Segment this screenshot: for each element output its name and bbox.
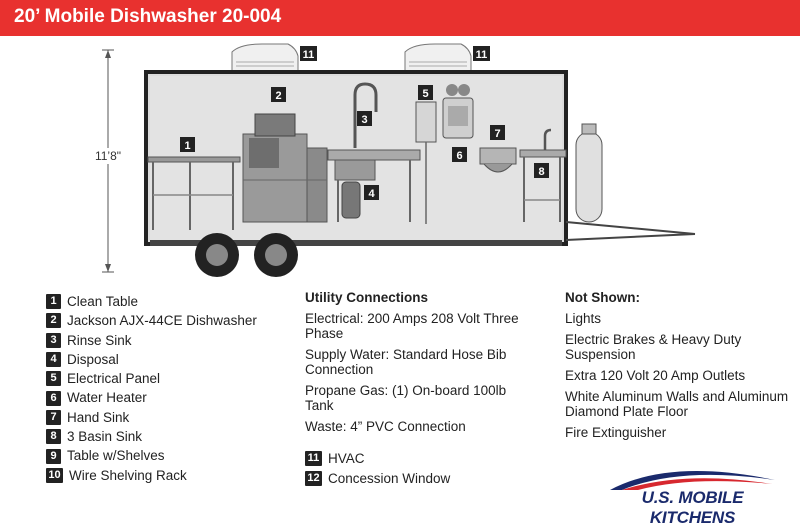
legend-label: Wire Shelving Rack: [69, 467, 187, 483]
height-dimension: 11’8": [88, 49, 128, 273]
height-label: 11’8": [95, 149, 121, 163]
hand-sink: [479, 147, 517, 173]
utility-propane: Propane Gas: (1) On-board 100lb Tank: [305, 383, 507, 413]
callout-2: 2: [271, 87, 286, 102]
callout-5: 5: [418, 85, 433, 100]
clean-table: [147, 156, 241, 230]
legend-label: 3 Basin Sink: [67, 429, 143, 445]
company-logo: U.S. MOBILE KITCHENS: [600, 462, 785, 527]
propane-tank: [575, 123, 603, 223]
legend-label: Electrical Panel: [67, 371, 161, 387]
callout-3: 3: [357, 111, 372, 126]
legend-badge: 9: [46, 448, 61, 464]
legend-item: 7 Hand Sink: [46, 408, 257, 427]
callout-1: 1: [180, 137, 195, 152]
callout-4: 4: [364, 185, 379, 200]
hvac-unit-right: [404, 43, 472, 73]
disposal: [341, 181, 361, 219]
electrical-panel: [415, 101, 437, 224]
legend-label: Concession Window: [328, 470, 451, 486]
callout-11-right: 11: [473, 46, 490, 61]
legend-item: 4 Disposal: [46, 350, 257, 369]
trailer-diagram: 11’8": [88, 43, 696, 277]
svg-text:1: 1: [184, 140, 190, 152]
svg-text:6: 6: [456, 150, 462, 162]
legend-badge: 1: [46, 294, 61, 310]
legend-badge: 3: [46, 332, 61, 348]
not-shown-heading: Not Shown:: [565, 290, 640, 305]
svg-text:11: 11: [303, 49, 315, 61]
legend-label: Jackson AJX-44CE Dishwasher: [67, 313, 257, 329]
callout-6: 6: [452, 147, 467, 162]
legend-badge: 7: [46, 409, 61, 425]
legend-item: 6 Water Heater: [46, 388, 257, 407]
legend-badge: 12: [305, 470, 322, 486]
wheel-left: [195, 233, 239, 277]
logo-swoosh-icon: [610, 471, 775, 490]
legend-item: 9 Table w/Shelves: [46, 446, 257, 465]
logo-text: U.S. MOBILE KITCHENS: [641, 488, 744, 527]
trailer-chassis: [150, 240, 562, 246]
utility-heading: Utility Connections: [305, 290, 429, 305]
svg-text:2: 2: [275, 90, 281, 102]
legend-label: Disposal: [67, 351, 119, 367]
legend-label: Rinse Sink: [67, 332, 132, 348]
wheel-right: [254, 233, 298, 277]
svg-text:4: 4: [368, 188, 375, 200]
svg-text:8: 8: [538, 166, 544, 178]
legend-item: 8 3 Basin Sink: [46, 427, 257, 446]
callout-11-left: 11: [300, 46, 317, 61]
legend-item: 12 Concession Window: [305, 468, 520, 488]
callout-8: 8: [534, 163, 549, 178]
svg-text:5: 5: [422, 88, 428, 100]
callout-7: 7: [490, 125, 505, 140]
legend-item: 2 Jackson AJX-44CE Dishwasher: [46, 311, 257, 330]
legend-label: HVAC: [328, 450, 365, 466]
not-shown-item: Electric Brakes & Heavy Duty Suspension: [565, 332, 742, 362]
equipment-legend: 1 Clean Table 2 Jackson AJX-44CE Dishwashe…: [46, 292, 257, 485]
rinse-sink: [327, 82, 421, 222]
legend-label: Clean Table: [67, 294, 139, 309]
legend-label: Water Heater: [67, 390, 147, 406]
page-title: 20’ Mobile Dishwasher 20-004: [14, 6, 282, 27]
legend-badge: 11: [305, 450, 322, 466]
legend-badge: 5: [46, 371, 61, 387]
utility-electrical: Electrical: 200 Amps 208 Volt Three Phas…: [305, 311, 519, 341]
legend-badge: 2: [46, 313, 61, 329]
utility-waste: Waste: 4” PVC Connection: [305, 419, 466, 434]
svg-text:11: 11: [476, 49, 488, 61]
legend-item: 5 Electrical Panel: [46, 369, 257, 388]
legend-item: 3 Rinse Sink: [46, 331, 257, 350]
svg-text:7: 7: [494, 128, 500, 140]
legend-badge: 10: [46, 467, 63, 483]
svg-text:3: 3: [361, 114, 367, 126]
not-shown-item: Fire Extinguisher: [565, 425, 667, 440]
water-heater: [442, 84, 474, 139]
legend-item: 1 Clean Table: [46, 292, 257, 311]
hvac-unit-left: [231, 43, 299, 73]
legend-label: Table w/Shelves: [67, 448, 165, 464]
legend-label: Hand Sink: [67, 409, 130, 425]
legend-item: 11 HVAC: [305, 448, 520, 468]
trailer-hitch: [565, 221, 696, 241]
legend-badge: 6: [46, 390, 61, 406]
three-basin-sink: [519, 128, 567, 222]
legend-item: 10 Wire Shelving Rack: [46, 466, 257, 485]
not-shown-item: Extra 120 Volt 20 Amp Outlets: [565, 368, 746, 383]
utility-water: Supply Water: Standard Hose Bib Connecti…: [305, 347, 507, 377]
not-shown-list: Not Shown: Lights Electric Brakes & Heav…: [565, 290, 790, 446]
header-bar: 20’ Mobile Dishwasher 20-004: [0, 0, 800, 36]
not-shown-item: White Aluminum Walls and Aluminum Diamon…: [565, 389, 789, 419]
legend-badge: 4: [46, 352, 61, 368]
not-shown-item: Lights: [565, 311, 602, 326]
dishwasher: [242, 113, 328, 223]
utility-connections: Utility Connections Electrical: 200 Amps…: [305, 290, 520, 488]
legend-badge: 8: [46, 429, 61, 445]
